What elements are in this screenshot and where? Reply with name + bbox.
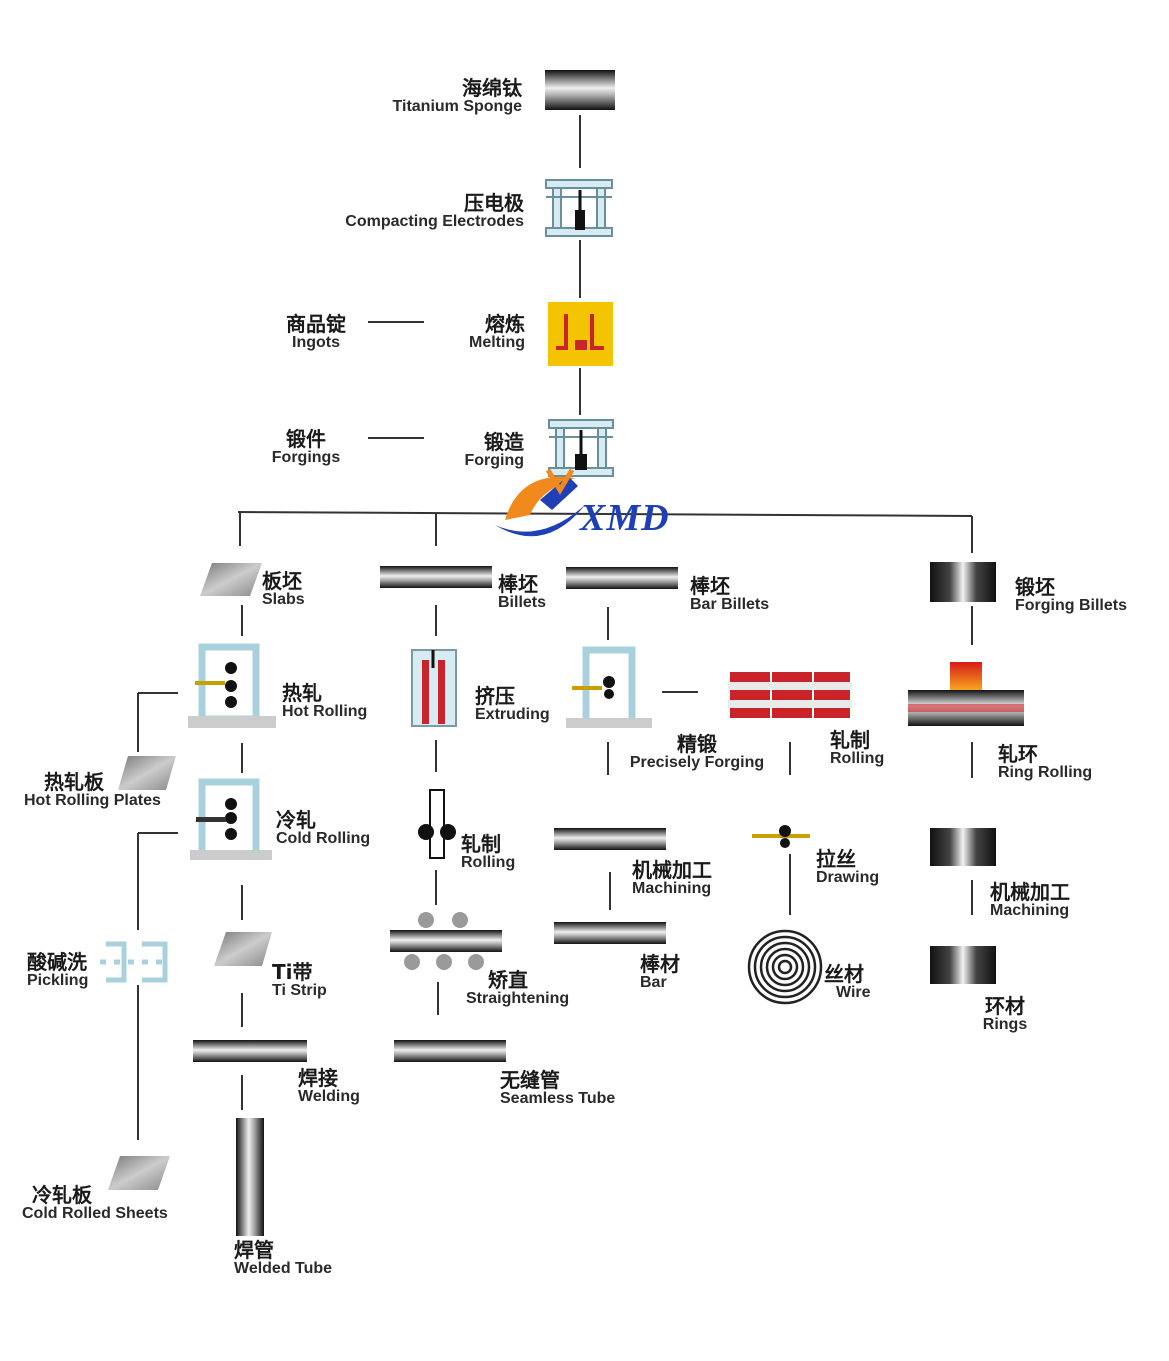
node-pickling: 酸碱洗 Pickling	[27, 950, 89, 989]
billet-rod-icon	[380, 566, 492, 588]
cold-rolled-sheet-icon	[108, 1156, 170, 1190]
node-forging: 锻造 Forging	[464, 430, 524, 469]
seamless-tube-icon	[394, 1040, 506, 1062]
node-forgings: 锻件 Forgings	[271, 427, 341, 466]
connector-lines	[137, 115, 973, 1140]
ti-strip-icon	[214, 932, 272, 966]
hot-rolling-mill-icon	[188, 643, 276, 728]
node-bar: 棒材 Bar	[640, 952, 680, 991]
bar-billet-rod-icon	[566, 567, 678, 589]
forging-billet-icon	[930, 562, 996, 602]
node-ti-strip: Ti带 Ti Strip	[272, 960, 327, 999]
node-cold-rolling: 冷轧 Cold Rolling	[276, 808, 371, 847]
node-slabs: 板坯 Slabs	[262, 569, 305, 608]
straightening-icon	[390, 912, 502, 970]
node-machining-ring: 机械加工 Machining	[990, 880, 1070, 919]
node-drawing: 拉丝 Drawing	[816, 847, 880, 886]
billet-icon	[575, 454, 587, 470]
node-rolling-bar: 轧制 Rolling	[830, 728, 885, 767]
extruding-icon	[411, 649, 457, 727]
node-precisely-forging: 精锻 Precisely Forging	[629, 732, 765, 771]
node-rolling-tube: 轧制 Rolling	[461, 832, 516, 871]
logo-text: XMD	[580, 497, 670, 539]
xmd-logo-mark	[495, 468, 585, 537]
ring-billet-icon	[930, 946, 996, 984]
node-titanium-sponge: 海绵钛 Titanium Sponge	[392, 76, 522, 115]
node-extruding: 挤压 Extruding	[475, 684, 550, 723]
drawing-icon	[752, 825, 810, 848]
node-hot-rolling-plates: 热轧板 Hot Rolling Plates	[24, 770, 161, 809]
node-wire: 丝材 Wire	[824, 962, 871, 1001]
melting-furnace-icon	[548, 302, 613, 366]
slab-icon	[200, 563, 262, 596]
node-seamless-tube: 无缝管 Seamless Tube	[500, 1068, 616, 1107]
node-hot-rolling: 热轧 Hot Rolling	[282, 681, 368, 720]
bar-rod-icon	[554, 922, 666, 944]
node-bar-billets: 棒坯 Bar Billets	[690, 574, 770, 613]
rolling-dies-icon	[728, 672, 852, 718]
tube-rolling-icon	[418, 789, 456, 859]
hot-rolling-plate-icon	[118, 756, 176, 790]
node-machining-bar: 机械加工 Machining	[632, 858, 712, 897]
xmd-logo: XMD	[492, 470, 692, 542]
node-rings: 环材 Rings	[982, 994, 1028, 1033]
node-welding: 焊接 Welding	[298, 1066, 360, 1105]
ring-rolling-icon	[908, 662, 1024, 726]
node-welded-tube: 焊管 Welded Tube	[234, 1238, 333, 1277]
machining-bar-icon	[554, 828, 666, 850]
wire-coil-icon	[747, 929, 823, 1005]
node-ingots: 商品锭 Ingots	[286, 312, 346, 351]
electrode-icon	[575, 210, 585, 230]
machining-ring-icon	[930, 828, 996, 866]
node-billets: 棒坯 Billets	[498, 572, 547, 611]
node-straightening: 矫直 Straightening	[466, 968, 570, 1007]
welding-rod-icon	[193, 1040, 307, 1062]
node-cold-rolled-sheets: 冷轧板 Cold Rolled Sheets	[22, 1183, 168, 1222]
welded-tube-icon	[236, 1118, 264, 1236]
node-compacting-electrodes: 压电极 Compacting Electrodes	[345, 191, 524, 230]
precise-forging-stand-icon	[566, 646, 652, 728]
titanium-sponge-icon	[545, 70, 615, 110]
pickling-tank-icon	[100, 941, 170, 983]
node-forging-billets: 锻坯 Forging Billets	[1015, 575, 1127, 614]
node-ring-rolling: 轧环 Ring Rolling	[998, 742, 1093, 781]
cold-rolling-mill-icon	[190, 778, 272, 860]
node-melting: 熔炼 Melting	[469, 312, 525, 351]
